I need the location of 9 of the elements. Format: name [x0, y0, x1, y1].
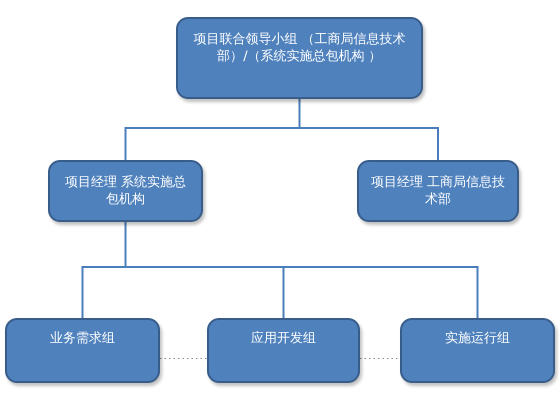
- connector-line: [298, 99, 439, 160]
- org-box: 项目经理 系统实施总包机构: [48, 160, 203, 222]
- org-box: 实施运行组: [400, 318, 555, 383]
- org-box: 业务需求组: [5, 318, 160, 383]
- org-box: 项目经理 工商局信息技术部: [357, 160, 519, 222]
- dotted-line: [360, 358, 400, 359]
- org-box: 应用开发组: [207, 318, 360, 383]
- dotted-line: [160, 358, 208, 359]
- org-box: 项目联合领导小组 （工商局信息技术部）/（系统实施总包机构 ）: [176, 17, 423, 99]
